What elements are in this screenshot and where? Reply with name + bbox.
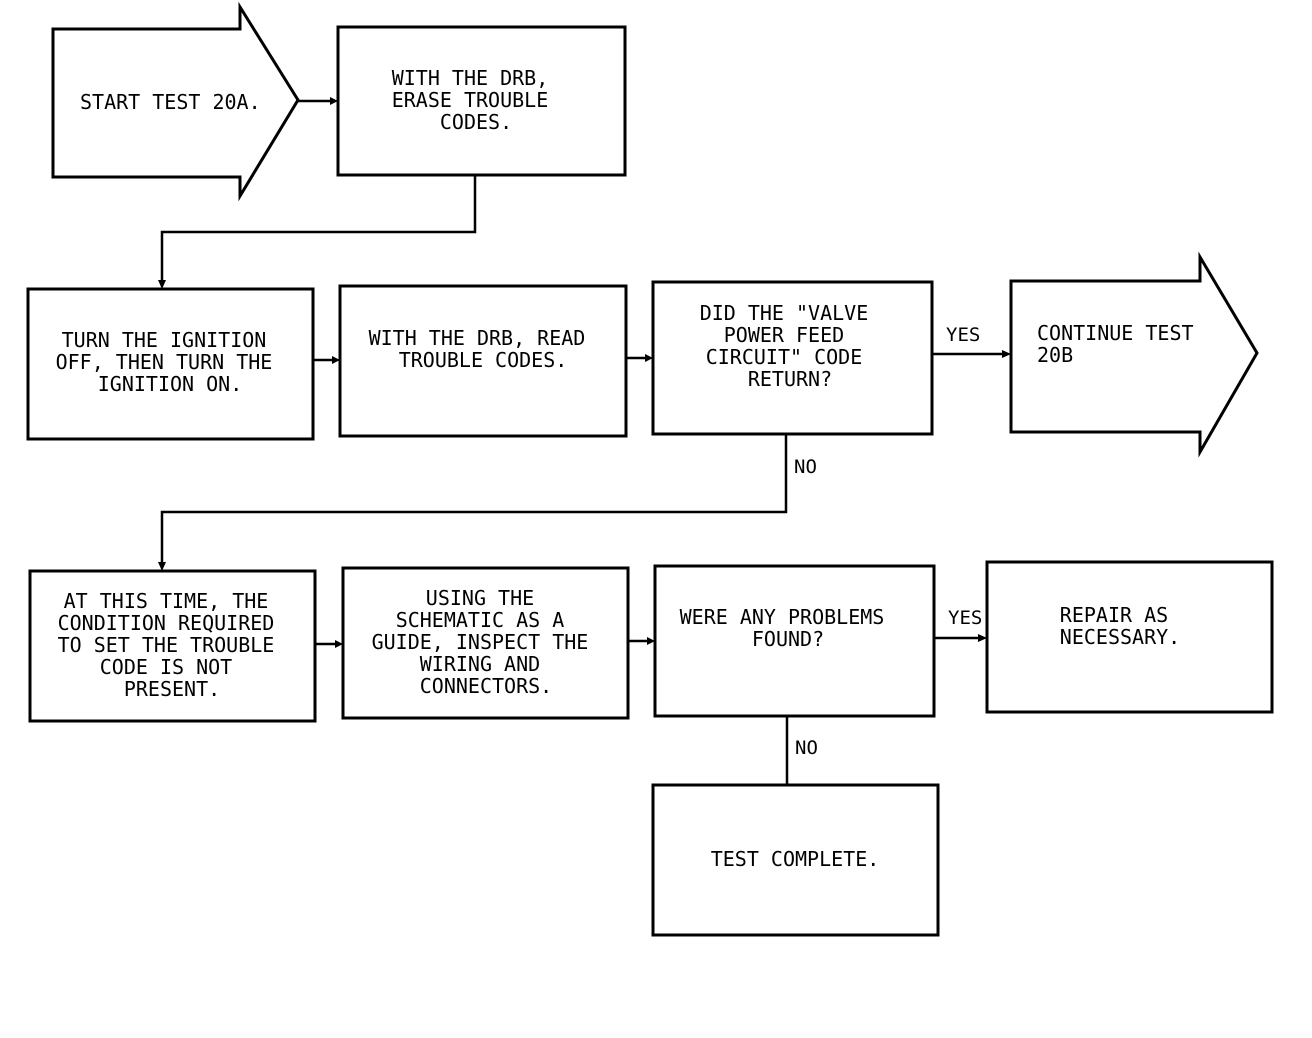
condition-line: AT THIS TIME, THE	[64, 589, 269, 613]
connector-inspect-to-question2	[628, 637, 655, 645]
question2-box	[653, 564, 936, 718]
erase-line: WITH THE DRB,	[392, 66, 549, 90]
condition-line: CODE IS NOT	[100, 655, 232, 679]
read-line: TROUBLE CODES.	[399, 348, 568, 372]
connector-erase-to-ignition	[158, 175, 477, 289]
connector-read-to-question1	[626, 354, 653, 362]
condition-box	[28, 569, 317, 723]
question2-line: WERE ANY PROBLEMS	[680, 605, 885, 629]
ignition-box	[26, 287, 315, 441]
complete-label: TEST COMPLETE.	[711, 847, 880, 871]
read-label: WITH THE DRB, READ TROUBLE CODES.	[369, 326, 598, 372]
edge-label-q2-no: NO	[795, 737, 818, 759]
inspect-line: CONNECTORS.	[420, 674, 552, 698]
complete-line: TEST COMPLETE.	[711, 847, 880, 871]
question1-line: POWER FEED	[724, 323, 844, 347]
repair-line: NECESSARY.	[1060, 625, 1180, 649]
inspect-line: WIRING AND	[420, 652, 540, 676]
ignition-line: OFF, THEN TURN THE	[56, 350, 273, 374]
condition-line: PRESENT.	[124, 677, 220, 701]
connector-condition-to-inspect	[315, 640, 343, 648]
continue-label: CONTINUE TEST 20B	[1037, 321, 1206, 367]
condition-line: CONDITION REQUIRED	[58, 611, 275, 635]
read-line: WITH THE DRB, READ	[369, 326, 586, 350]
repair-line: REPAIR AS	[1060, 603, 1168, 627]
connector-start-to-erase	[298, 97, 338, 105]
repair-box	[985, 560, 1274, 714]
condition-line: TO SET THE TROUBLE	[58, 633, 275, 657]
connector-question2-yes	[934, 634, 987, 642]
inspect-line: SCHEMATIC AS A	[396, 608, 565, 632]
continue-line: 20B	[1037, 343, 1073, 367]
edge-label-q1-no: NO	[794, 456, 817, 478]
erase-line: CODES.	[440, 110, 512, 134]
connector-ignition-to-read	[313, 356, 340, 364]
start-line: START TEST 20A.	[80, 90, 261, 114]
read-codes-box	[338, 284, 628, 438]
question1-label: DID THE "VALVE POWER FEED CIRCUIT" CODE …	[700, 301, 881, 391]
question2-label: WERE ANY PROBLEMS FOUND?	[680, 605, 897, 651]
erase-line: ERASE TROUBLE	[392, 88, 549, 112]
connector-question1-no	[158, 434, 788, 571]
inspect-line: GUIDE, INSPECT THE	[372, 630, 589, 654]
erase-label: WITH THE DRB, ERASE TROUBLE CODES.	[392, 66, 561, 134]
question1-line: RETURN?	[748, 367, 832, 391]
connector-question1-yes	[932, 350, 1011, 358]
inspect-label: USING THE SCHEMATIC AS A GUIDE, INSPECT …	[372, 586, 601, 698]
inspect-line: USING THE	[426, 586, 534, 610]
start-label: START TEST 20A.	[80, 90, 261, 114]
edge-label-q2-yes: YES	[948, 607, 982, 629]
continue-line: CONTINUE TEST	[1037, 321, 1194, 345]
question2-line: FOUND?	[752, 627, 824, 651]
question1-line: CIRCUIT" CODE	[706, 345, 863, 369]
start-arrow-shape	[51, 1, 300, 202]
condition-label: AT THIS TIME, THE CONDITION REQUIRED TO …	[58, 589, 287, 701]
ignition-label: TURN THE IGNITION OFF, THEN TURN THE IGN…	[56, 328, 285, 396]
ignition-line: IGNITION ON.	[98, 372, 243, 396]
continue-arrow-shape	[1009, 251, 1259, 458]
ignition-line: TURN THE IGNITION	[62, 328, 267, 352]
question1-line: DID THE "VALVE	[700, 301, 869, 325]
erase-codes-box	[336, 25, 627, 177]
inspect-box	[341, 566, 630, 720]
repair-label: REPAIR AS NECESSARY.	[1060, 603, 1180, 649]
edge-label-q1-yes: YES	[946, 324, 980, 346]
complete-box	[651, 783, 940, 937]
question1-box	[651, 280, 934, 436]
